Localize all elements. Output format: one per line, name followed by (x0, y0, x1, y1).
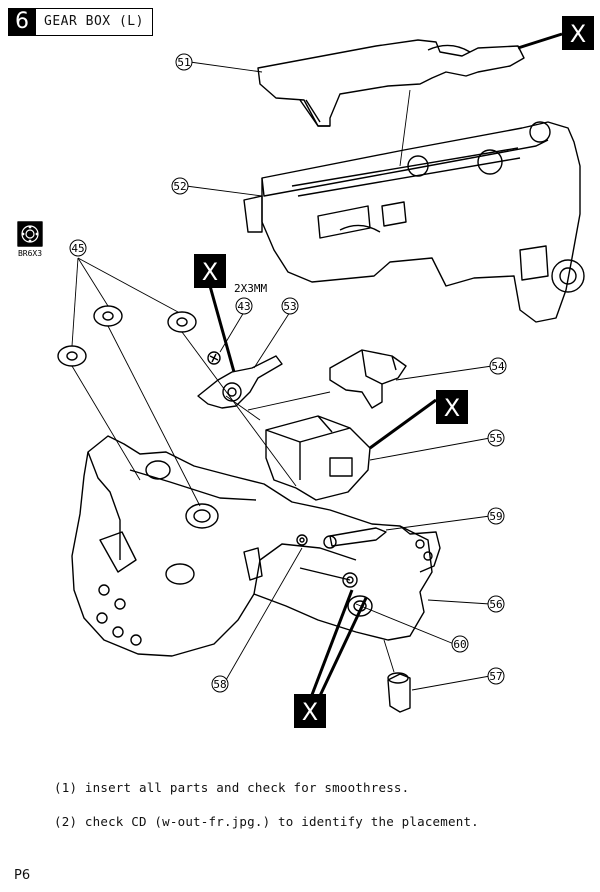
x-mark-lever: X (194, 254, 226, 288)
part-label-55: 55 (487, 429, 505, 447)
page-number: P6 (14, 868, 31, 883)
part-label-57: 57 (487, 667, 505, 685)
x-pointer-lines (208, 32, 563, 701)
instruction-note-2: (2) check CD (w-out-fr.jpg.) to identify… (54, 814, 479, 829)
x-mark-block: X (436, 390, 468, 424)
part-45-bushings (57, 305, 197, 367)
part-label-53: 53 (281, 297, 299, 315)
part-label-60: 60 (451, 635, 469, 653)
bearing-icon (17, 221, 43, 247)
leader-lines (71, 61, 493, 691)
instruction-note-1: (1) insert all parts and check for smoot… (54, 780, 410, 795)
part-label-54: 54 (489, 357, 507, 375)
part-43-screw (207, 351, 221, 365)
step-header: 6 GEAR BOX (L) (8, 8, 153, 36)
part-callouts: 51 52 45 43 53 54 55 59 56 60 58 57 (69, 53, 507, 693)
part-59-spring (323, 527, 387, 549)
svg-text:X: X (444, 394, 460, 422)
step-number: 6 (8, 8, 36, 36)
part-label-43: 43 (235, 297, 253, 315)
part-label-59: 59 (487, 507, 505, 525)
svg-text:56: 56 (489, 598, 502, 611)
svg-text:X: X (202, 258, 218, 286)
step-title: GEAR BOX (L) (36, 8, 153, 36)
svg-text:60: 60 (453, 638, 466, 651)
svg-text:57: 57 (489, 670, 502, 683)
part-label-56: 56 (487, 595, 505, 613)
svg-text:54: 54 (491, 360, 505, 373)
part-55-block (265, 415, 371, 501)
part-label-51: 51 (175, 53, 193, 71)
svg-text:43: 43 (237, 300, 250, 313)
part-53-lever (197, 355, 283, 409)
x-mark-top: X (562, 16, 594, 50)
svg-text:X: X (302, 698, 318, 726)
part-60-gear (299, 567, 358, 588)
part-57-pin (387, 672, 411, 713)
part-54-clip (329, 349, 407, 409)
bearing-code-label: BR6X3 (18, 249, 42, 258)
part-56-lower-housing (71, 435, 441, 657)
part-51-plate (257, 39, 525, 127)
svg-text:X: X (570, 20, 586, 48)
part-58-pin (296, 534, 308, 546)
part-label-45: 45 (69, 239, 87, 257)
svg-text:52: 52 (173, 180, 186, 193)
svg-text:55: 55 (489, 432, 502, 445)
part-52-housing (243, 121, 585, 323)
svg-text:59: 59 (489, 510, 502, 523)
x-mark-bottom: X (294, 694, 326, 728)
part-label-58: 58 (211, 675, 229, 693)
svg-text:53: 53 (283, 300, 296, 313)
part-label-52: 52 (171, 177, 189, 195)
svg-text:58: 58 (213, 678, 226, 691)
screw-spec-label: 2X3MM (234, 282, 267, 295)
svg-text:45: 45 (71, 242, 84, 255)
svg-text:51: 51 (177, 56, 190, 69)
